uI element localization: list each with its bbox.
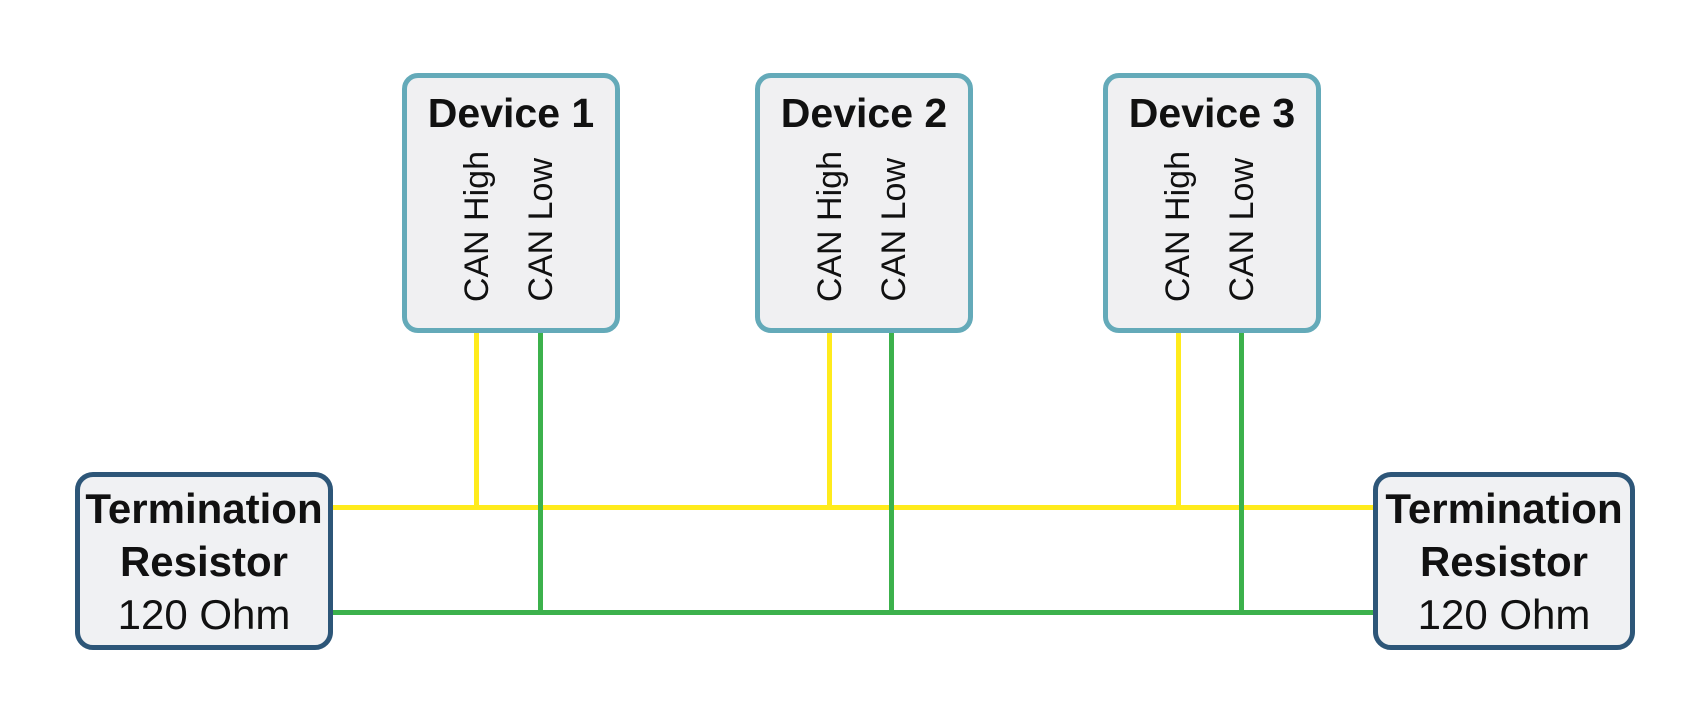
device-3-can-low-wire xyxy=(1239,331,1244,615)
device-1-box: Device 1 CAN High CAN Low xyxy=(402,73,620,333)
device-2-box: Device 2 CAN High CAN Low xyxy=(755,73,973,333)
terminator-left-title-line-2: Resistor xyxy=(119,538,289,585)
device-1-can-high-wire xyxy=(474,331,479,510)
terminator-left-value: 120 Ohm xyxy=(117,591,291,638)
device-2-can-high-pin-label: CAN High xyxy=(811,150,849,302)
device-3-can-low-pin-label: CAN Low xyxy=(1223,158,1261,302)
terminator-right-value: 120 Ohm xyxy=(1417,591,1591,638)
termination-resistor-left-box: Termination Resistor 120 Ohm xyxy=(75,472,333,650)
device-3-can-high-pin-label: CAN High xyxy=(1159,150,1197,302)
terminator-left-title-line-1: Termination xyxy=(85,485,323,532)
device-2-title: Device 2 xyxy=(780,90,948,136)
device-3-can-high-wire xyxy=(1176,331,1181,510)
device-1-can-low-pin-label: CAN Low xyxy=(522,158,560,302)
device-1-title: Device 1 xyxy=(427,90,595,136)
terminator-right-title-line-1: Termination xyxy=(1385,485,1623,532)
can-low-bus-wire xyxy=(331,610,1375,615)
device-2-can-low-wire xyxy=(889,331,894,615)
device-2-can-low-pin-label: CAN Low xyxy=(875,158,913,302)
device-3-title: Device 3 xyxy=(1128,90,1296,136)
termination-resistor-right-box: Termination Resistor 120 Ohm xyxy=(1373,472,1635,650)
terminator-right-title-line-2: Resistor xyxy=(1419,538,1589,585)
device-1-can-low-wire xyxy=(538,331,543,615)
device-1-can-high-pin-label: CAN High xyxy=(458,150,496,302)
device-2-can-high-wire xyxy=(827,331,832,510)
device-3-box: Device 3 CAN High CAN Low xyxy=(1103,73,1321,333)
can-high-bus-wire xyxy=(331,505,1375,510)
